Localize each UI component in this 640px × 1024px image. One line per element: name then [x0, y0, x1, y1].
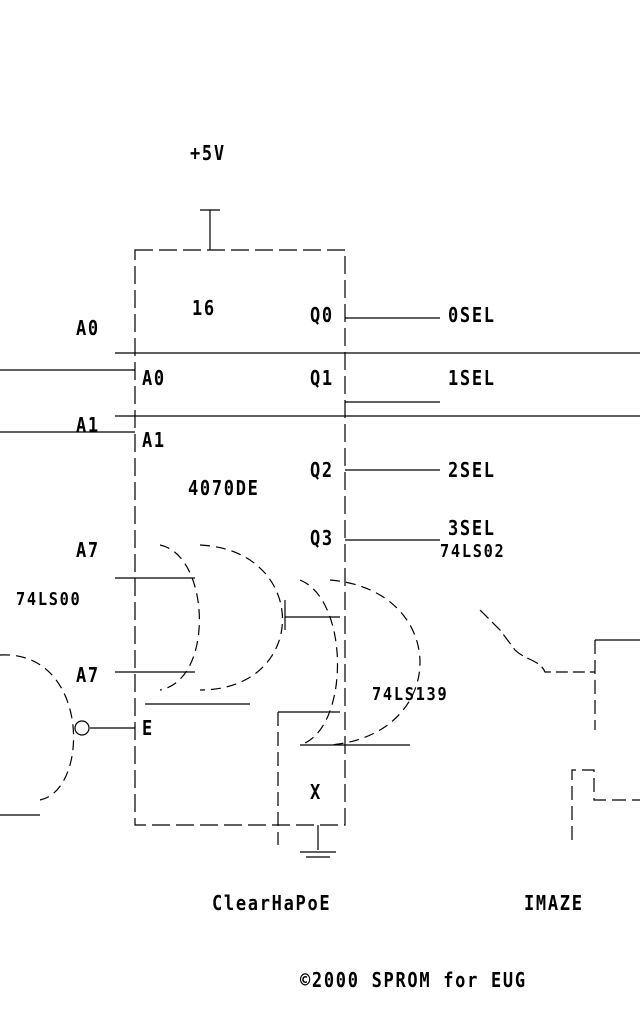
gate-part-74ls02: 74LS02 — [440, 541, 506, 562]
pin-label-a0: A0 — [142, 366, 166, 390]
output-label-q0: Q0 — [310, 303, 334, 327]
net-label-3sel: 3SEL — [448, 516, 496, 540]
gate-left — [0, 654, 75, 801]
supply-label: +5V — [190, 141, 226, 165]
output-block-label: IMAZE — [524, 891, 584, 915]
gate-1 — [159, 544, 200, 691]
gate-2 — [299, 579, 339, 746]
output-label-q3: Q3 — [310, 526, 334, 550]
net-label-2sel: 2SEL — [448, 458, 496, 482]
input-label-a7b: A7 — [76, 663, 100, 687]
pin-label-a1: A1 — [142, 428, 166, 452]
net-label-1sel: 1SEL — [448, 366, 496, 390]
gate-2-back — [329, 579, 421, 746]
inverter-bubble — [74, 720, 90, 736]
chip-pin-number: 16 — [192, 296, 216, 320]
gate-1-back — [199, 544, 283, 691]
input-label-a0: A0 — [76, 316, 100, 340]
chip-body — [134, 249, 346, 826]
clock-label: ClearHaPoE — [212, 891, 332, 915]
gate-part-74ls00: 74LS00 — [16, 589, 82, 610]
output-path — [479, 609, 595, 673]
copyright-note: ©2000 SPROM for EUG — [300, 968, 527, 992]
imaze-box — [571, 769, 640, 840]
chip-part-label: 4070DE — [188, 476, 260, 500]
input-label-a1: A1 — [76, 413, 100, 437]
net-label-0sel: 0SEL — [448, 303, 496, 327]
pin-label-x: X — [310, 780, 322, 804]
output-label-q1: Q1 — [310, 366, 334, 390]
pin-label-e: E — [142, 716, 154, 740]
output-label-q2: Q2 — [310, 458, 334, 482]
gate-part-74ls139: 74LS139 — [372, 684, 449, 705]
input-label-a7: A7 — [76, 538, 100, 562]
